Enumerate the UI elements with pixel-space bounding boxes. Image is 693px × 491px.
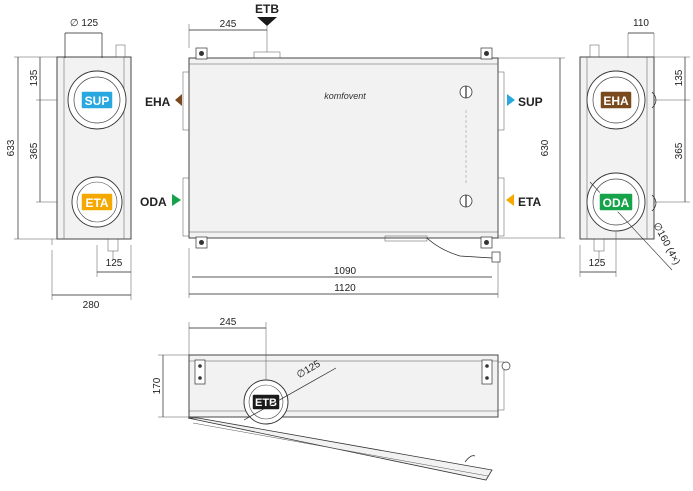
dim-front-630: 630 [540,139,551,156]
dim-left-633: 633 [6,139,17,156]
eta-arrow-icon [506,194,514,206]
port-badge-oda-right: ODA [598,192,634,212]
etb-label-top: ETB [255,2,279,16]
oda-label-right: ODA [603,196,630,210]
left-dimensions: ∅ 125 633 135 365 125 280 [6,18,132,311]
eha-arrow-icon [175,94,182,106]
port-badge-eta-left: ETA [80,192,114,212]
eta-label-front: ETA [518,195,541,209]
eta-label-left: ETA [85,196,108,210]
dim-right-125: 125 [589,258,606,269]
oda-label-front: ODA [140,195,167,209]
dim-left-365: 365 [29,142,40,159]
dim-bottom-245: 245 [220,317,237,328]
dim-right-110: 110 [633,18,649,29]
front-dimensions: 245 630 1090 1120 [188,19,565,298]
eha-indicator: EHA [145,94,182,109]
dim-left-diameter: ∅ 125 [70,18,99,29]
dim-right-365: 365 [674,142,685,159]
bottom-view [187,354,511,481]
dim-left-125: 125 [106,258,123,269]
sup-arrow-icon [507,94,515,106]
eha-label-right: EHA [603,94,629,108]
sup-indicator: SUP [507,94,543,109]
dim-front-245: 245 [220,19,237,30]
dim-right-diameter: ∅160 (4×) [650,221,681,267]
oda-indicator: ODA [140,194,181,209]
left-side-view [51,44,132,260]
front-view: komfovent [182,47,505,263]
dim-left-280: 280 [83,300,100,311]
etb-label-bottom: ETB [255,397,277,409]
dim-right-135: 135 [674,69,685,86]
brand-logo-text: komfovent [324,91,366,101]
dim-bottom-170: 170 [152,377,163,394]
oda-arrow-icon [172,194,181,206]
sup-label-left: SUP [85,94,110,108]
port-badge-eha-right: EHA [599,90,633,110]
etb-indicator: ETB [255,2,279,26]
dim-left-135: 135 [29,69,40,86]
port-badge-sup-left: SUP [80,90,114,110]
sup-label-front: SUP [518,95,543,109]
eha-label-front: EHA [145,95,171,109]
etb-arrow-icon [257,17,277,26]
dim-front-1090: 1090 [334,266,357,277]
dim-front-1120: 1120 [334,283,356,294]
eta-indicator: ETA [506,194,541,209]
port-badge-etb-bottom: ETB [251,393,281,411]
